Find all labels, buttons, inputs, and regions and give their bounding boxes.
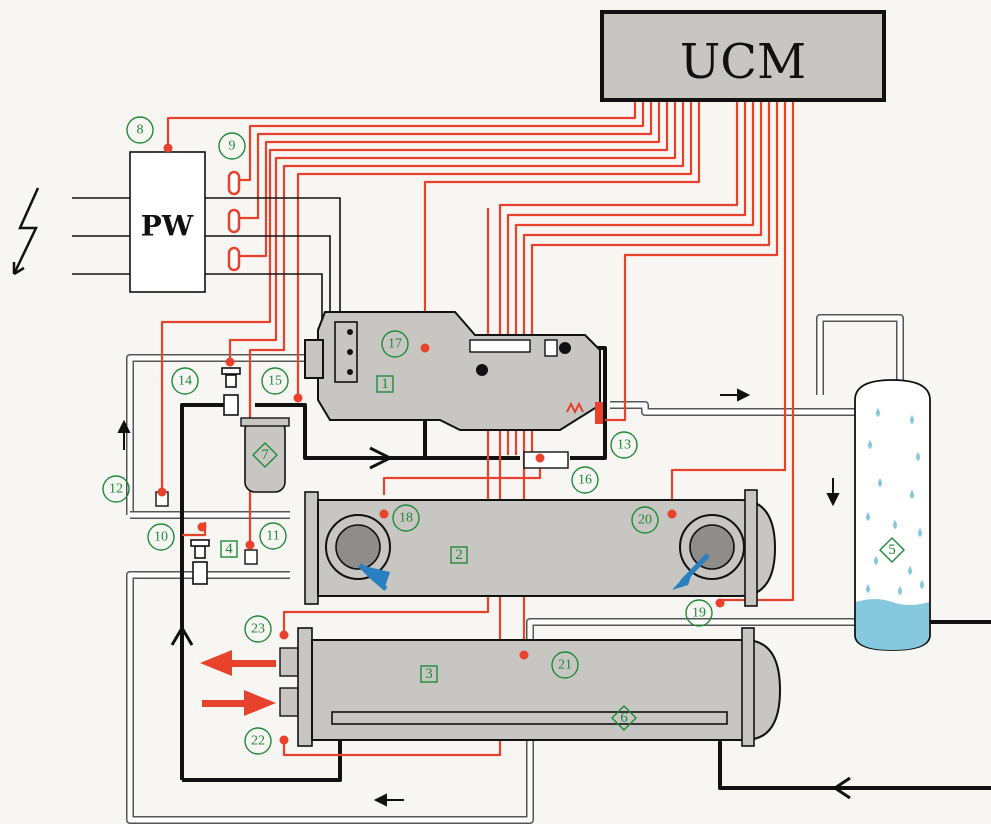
pw-label: PW — [141, 210, 194, 243]
sensor-label-10: 10 — [147, 523, 175, 551]
compressor — [304, 311, 603, 431]
svg-text:10: 10 — [154, 530, 168, 545]
valve-top — [221, 367, 241, 416]
power-wires — [72, 197, 341, 370]
svg-text:6: 6 — [620, 710, 628, 726]
sensor-label-19: 19 — [685, 599, 713, 627]
svg-text:14: 14 — [178, 374, 192, 389]
sensor-label-18: 18 — [392, 504, 420, 532]
sensor-label-8: 8 — [126, 116, 154, 144]
sensor-label-21: 21 — [551, 651, 579, 679]
ucm-box: UCM — [600, 10, 886, 102]
svg-text:17: 17 — [388, 337, 402, 352]
component-label-subcooler: 6 — [611, 705, 637, 731]
component-label-item-4: 4 — [220, 540, 238, 558]
cooling-tower — [854, 379, 931, 651]
condenser — [279, 627, 782, 747]
sensor-label-9: 9 — [218, 132, 246, 160]
valve-bottom — [190, 539, 210, 585]
sensor-boxes — [155, 451, 569, 565]
sensor-label-15: 15 — [261, 367, 289, 395]
evaporator — [304, 489, 777, 607]
svg-text:3: 3 — [425, 666, 433, 682]
wire-terminals — [157, 143, 725, 745]
svg-text:16: 16 — [578, 473, 592, 488]
component-label-oil-filter: 7 — [252, 442, 278, 468]
sensor-label-22: 22 — [244, 727, 272, 755]
sensor-label-14: 14 — [171, 367, 199, 395]
current-sensor-coils — [227, 170, 241, 272]
red-flow-arrows — [200, 650, 276, 716]
water-pipes — [126, 314, 904, 824]
svg-text:15: 15 — [268, 374, 282, 389]
water-flow-arrows — [117, 388, 840, 807]
sensor-label-11: 11 — [259, 522, 287, 550]
sensor-label-16: 16 — [571, 466, 599, 494]
svg-text:21: 21 — [558, 658, 572, 673]
sensor-label-23: 23 — [244, 615, 272, 643]
svg-text:13: 13 — [617, 438, 631, 453]
pw-box: PW — [129, 151, 206, 293]
water-droplets — [866, 408, 924, 595]
sensor-label-13: 13 — [610, 431, 638, 459]
svg-text:19: 19 — [692, 606, 706, 621]
svg-text:5: 5 — [888, 542, 896, 558]
svg-text:4: 4 — [225, 541, 233, 557]
svg-text:9: 9 — [229, 139, 236, 154]
svg-text:22: 22 — [251, 734, 265, 749]
svg-text:11: 11 — [266, 529, 279, 544]
svg-text:2: 2 — [455, 547, 463, 563]
component-label-evaporator: 2 — [450, 546, 468, 564]
svg-text:12: 12 — [109, 482, 123, 497]
component-label-compressor: 1 — [376, 375, 394, 393]
blue-flow-arrows — [358, 553, 710, 591]
oil-filter — [240, 417, 290, 493]
svg-text:1: 1 — [381, 376, 389, 392]
svg-text:18: 18 — [399, 511, 413, 526]
svg-text:20: 20 — [638, 513, 652, 528]
svg-text:8: 8 — [137, 123, 144, 138]
component-label-condenser: 3 — [420, 665, 438, 683]
ucm-label: UCM — [680, 34, 806, 90]
svg-text:23: 23 — [251, 622, 265, 637]
svg-text:7: 7 — [261, 447, 269, 463]
lightning-icon — [12, 187, 40, 276]
flow-chevrons — [170, 446, 851, 800]
sensor-label-20: 20 — [631, 506, 659, 534]
sensor-label-17: 17 — [381, 330, 409, 358]
sensor-label-12: 12 — [102, 475, 130, 503]
component-label-cooling-tower: 5 — [879, 537, 905, 563]
